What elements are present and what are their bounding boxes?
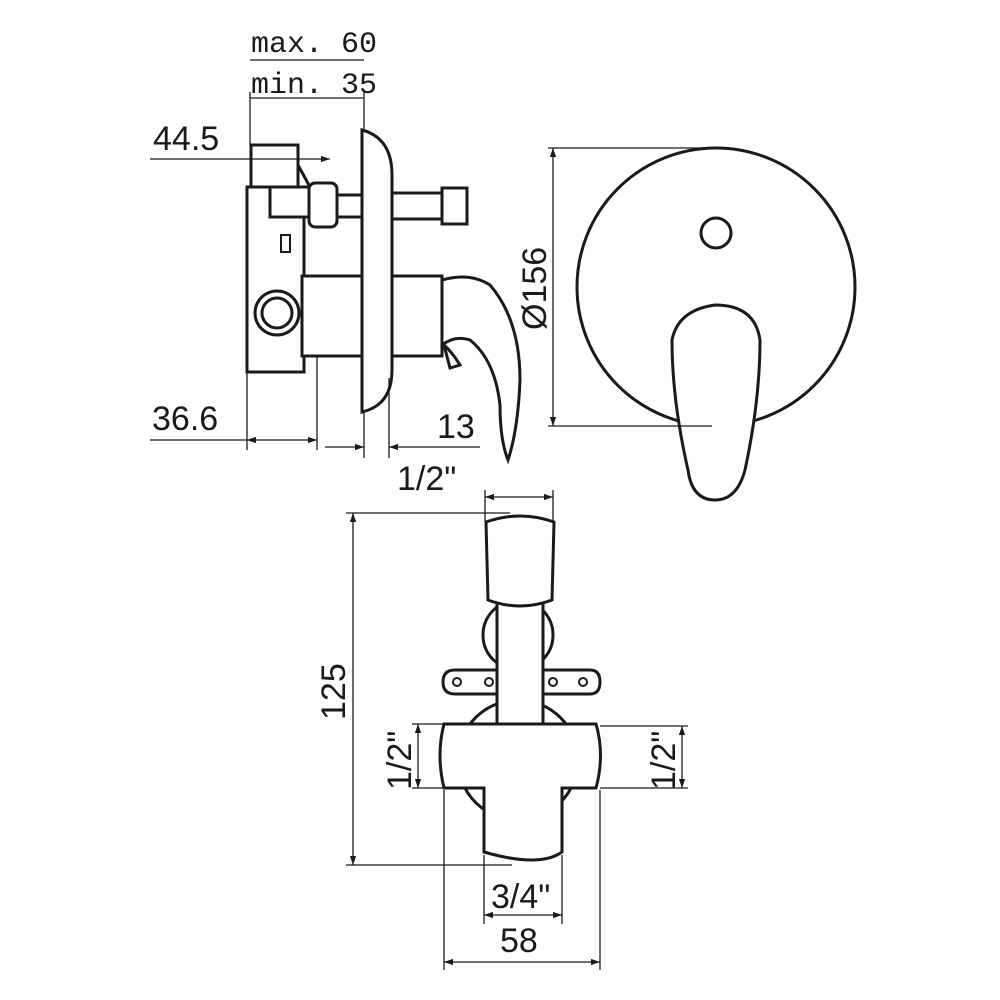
top-thread-label: 1/2" <box>397 460 456 498</box>
diverter-cap <box>249 143 300 189</box>
diameter-label: Ø156 <box>516 247 554 330</box>
diverter-button <box>699 216 733 250</box>
side-view: max. 60 min. 35 44.5 36.6 13 <box>150 28 522 465</box>
inner-housing <box>300 274 368 358</box>
max-depth-label: max. 60 <box>251 28 377 62</box>
top-cap <box>484 514 556 608</box>
front-view: Ø156 <box>516 146 857 502</box>
body-view: 1/2" 125 1/2" 1/2" 3/4" 58 <box>315 460 688 970</box>
diverter-cone <box>296 164 313 189</box>
lever-handle <box>440 275 522 465</box>
outlet-ring-inner <box>260 296 294 330</box>
cover-plate <box>360 128 394 414</box>
lever-tip <box>441 340 463 370</box>
diverter-knob <box>440 186 469 226</box>
right-thread-label: 1/2" <box>645 731 683 790</box>
front-lever-handle <box>670 303 762 502</box>
riser-pipe <box>495 588 545 726</box>
left-thread-label: 1/2" <box>381 731 419 790</box>
diverter-rod <box>390 191 444 221</box>
handle-sleeve <box>390 274 444 358</box>
height-label: 125 <box>315 663 353 720</box>
body-slot <box>280 234 291 253</box>
cross-body <box>438 722 602 862</box>
width-label: 58 <box>500 922 538 960</box>
bottom-thread-label: 3/4" <box>491 878 550 916</box>
cap-dimension-label: 44.5 <box>153 120 219 158</box>
body-depth-label: 36.6 <box>152 400 218 438</box>
min-depth-label: min. 35 <box>251 69 377 103</box>
spindle-nut <box>307 181 339 229</box>
plate-thickness-label: 13 <box>437 408 475 446</box>
